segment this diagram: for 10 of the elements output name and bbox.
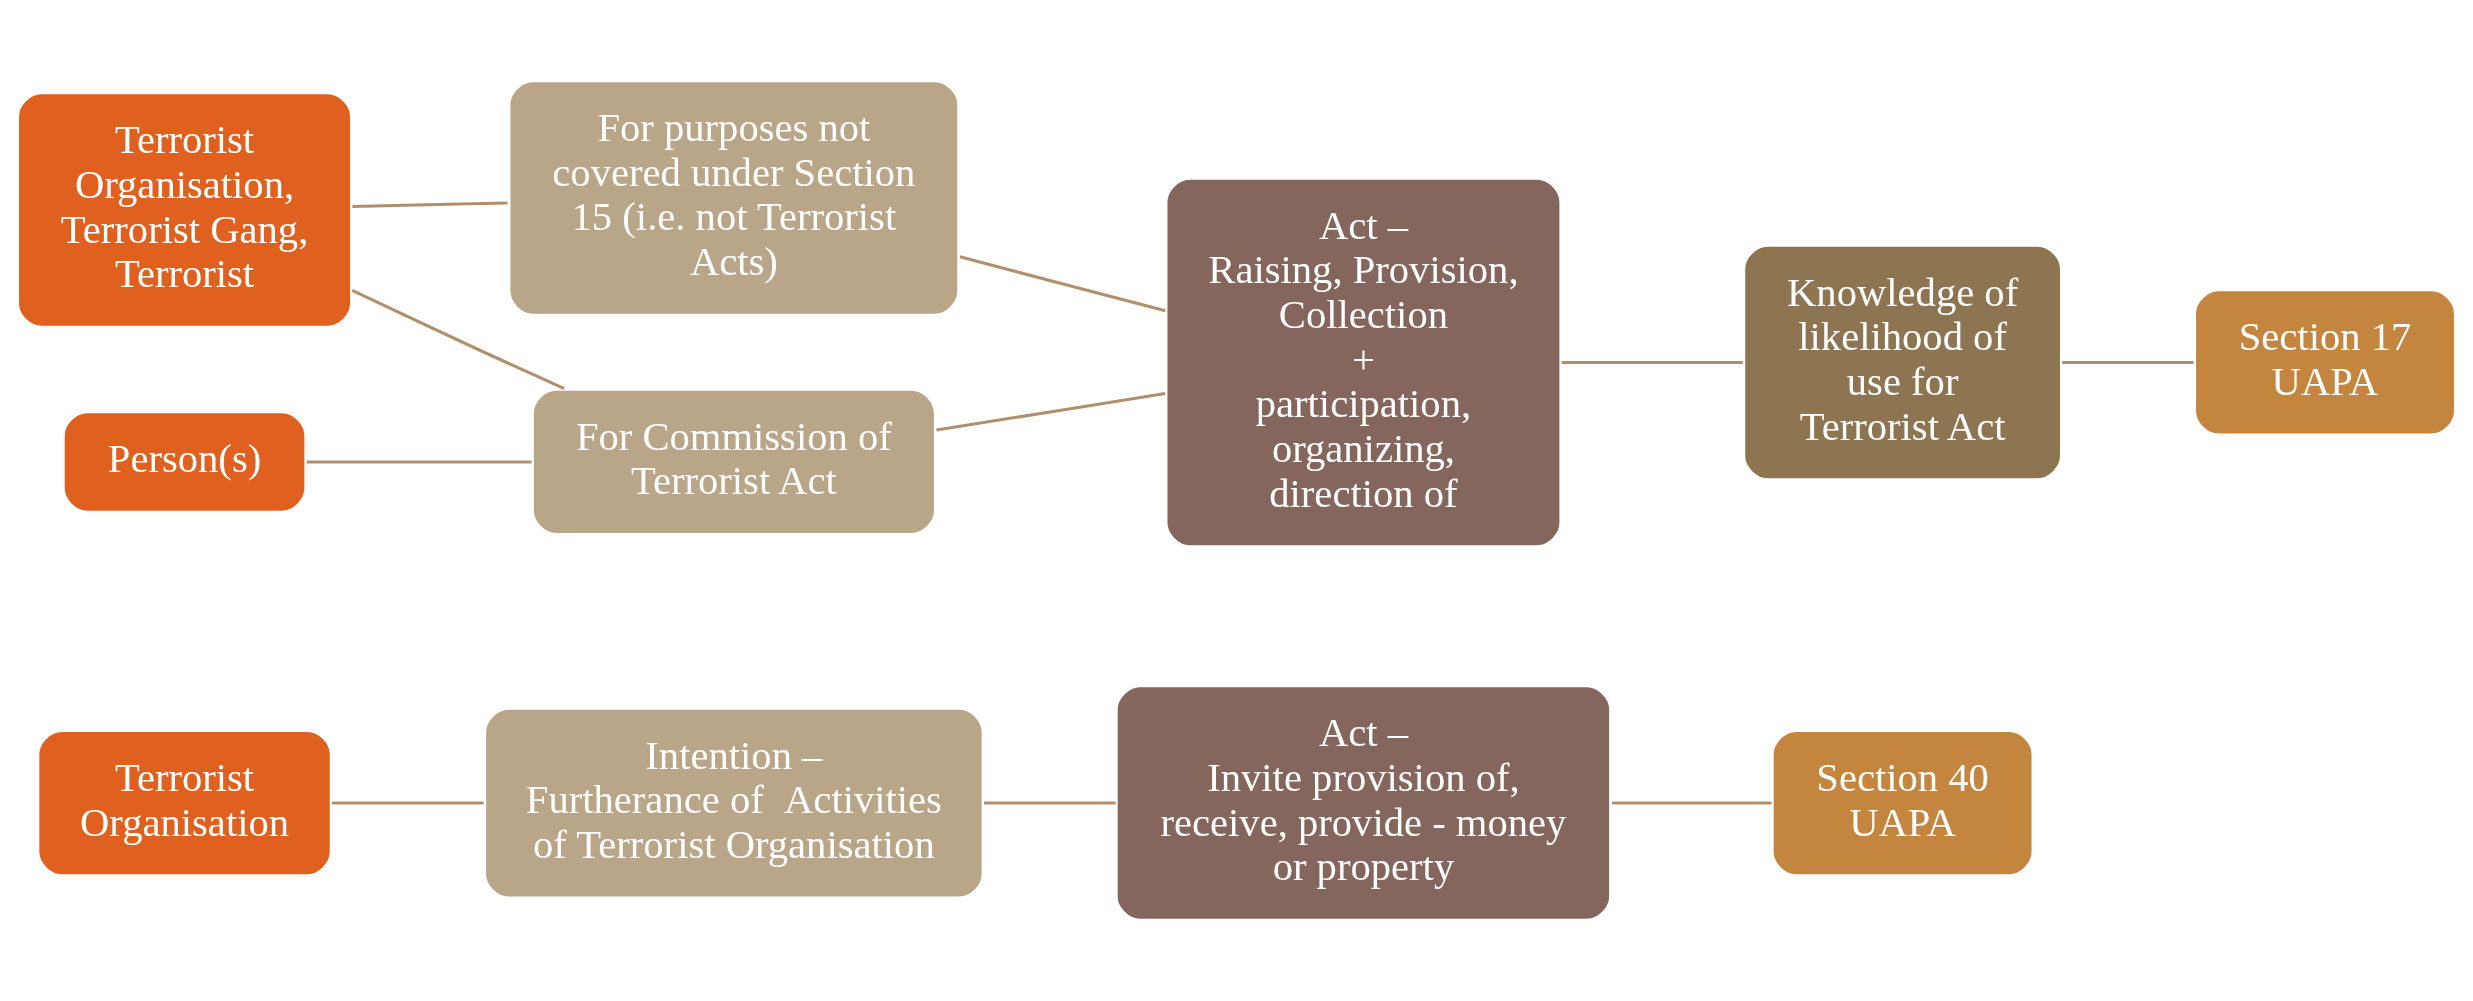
connector <box>1561 360 1743 364</box>
connector <box>984 801 1116 805</box>
connector <box>351 288 565 390</box>
connector <box>959 255 1166 313</box>
connector <box>1611 801 1772 805</box>
connector <box>332 801 484 805</box>
connector <box>2062 360 2194 364</box>
connector <box>936 392 1166 432</box>
connector <box>352 201 508 208</box>
connector <box>306 460 532 464</box>
